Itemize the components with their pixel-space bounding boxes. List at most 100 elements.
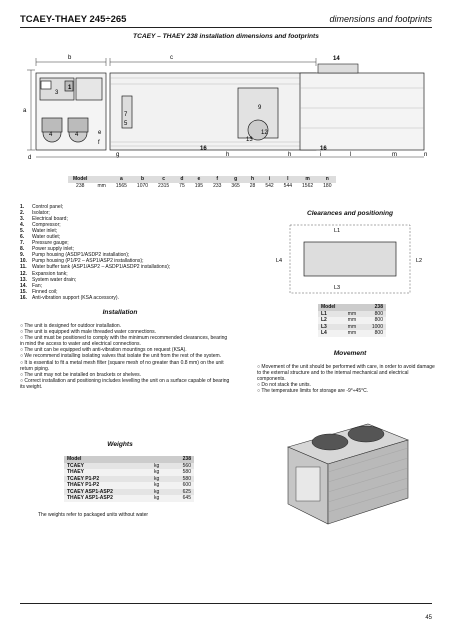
- dimension-table: Model a b c d e f g h i l m n 238 mm 156…: [68, 176, 337, 190]
- weights-title: Weights: [107, 441, 133, 448]
- table-head-cell: [151, 456, 170, 463]
- component-number: 6.: [20, 234, 25, 241]
- paragraph: ○ Correct installation and positioning i…: [20, 377, 230, 390]
- paragraph: ○ The unit is equipped with male threade…: [20, 329, 157, 336]
- component-item: 3.Electrical board;: [20, 216, 265, 222]
- component-item: 11.Water buffer tank (ASP1/ASP2 – ASDP1/…: [20, 264, 265, 270]
- paragraph: ○ Do not stack the units.: [257, 382, 311, 389]
- dim-label-a: a: [23, 108, 27, 114]
- paragraph: ○ We recommend installing isolating valv…: [20, 353, 222, 360]
- component-item: 12.Expansion tank;: [20, 271, 265, 277]
- dim-label-c: c: [170, 55, 173, 61]
- component-number: 1.: [20, 204, 25, 210]
- component-item: 10. Pump housing (P1/P2 – ASP1/ASP2 insta…: [20, 258, 265, 264]
- dim-cell: 2315: [158, 183, 170, 189]
- clearance-label-l3: L3: [334, 285, 340, 291]
- component-number: 13.: [20, 276, 27, 283]
- component-number: 12.: [20, 270, 27, 277]
- dim-label-g: g: [116, 152, 119, 158]
- callout-13: 13: [246, 137, 253, 143]
- header-section: dimensions and footprints: [329, 14, 432, 24]
- paragraph: ○ The unit is designed for outdoor insta…: [20, 323, 122, 329]
- dim-head-cell: g: [226, 176, 245, 183]
- dim-cell: 238: [76, 183, 85, 189]
- component-text: Control panel;: [32, 204, 64, 210]
- dim-label-f: f: [98, 140, 100, 146]
- table-cell: 800: [363, 330, 386, 337]
- dim-label-e: e: [98, 130, 102, 136]
- dim-head-cell: l: [278, 176, 298, 183]
- dim-cell: 1562: [302, 183, 314, 189]
- paragraph: ○ Movement of the unit should be perform…: [257, 364, 435, 383]
- table-cell: 600: [169, 482, 194, 489]
- dim-cell: 195: [194, 183, 204, 189]
- header-title: TCAEY-THAEY 245÷265: [20, 14, 127, 25]
- component-text: Water outlet;: [32, 234, 61, 241]
- table-cell: L1: [318, 310, 345, 317]
- table-cell: mm: [344, 317, 364, 324]
- component-number: 5.: [20, 228, 25, 235]
- callout-5: 5: [124, 121, 128, 127]
- component-item: 5. Water inlet;: [20, 228, 265, 234]
- dim-cell: 180: [323, 183, 332, 189]
- component-text: Pump housing (P1/P2 – ASP1/ASP2 installa…: [32, 258, 144, 265]
- component-number: 9.: [20, 252, 25, 259]
- dim-label-b: b: [68, 55, 72, 61]
- callout-4a: 4: [49, 132, 53, 138]
- component-item: 8.Power supply inlet;: [20, 246, 265, 252]
- movement-text: ○ Movement of the unit should be perform…: [257, 364, 435, 394]
- component-item: 1. Control panel;: [20, 204, 265, 210]
- dim-label-h2: h: [288, 152, 291, 158]
- callout-4b: 4: [75, 132, 79, 138]
- header-rule: [20, 27, 432, 28]
- callout-16a: 16: [200, 146, 207, 152]
- table-head-cell: Model: [64, 456, 151, 463]
- callout-3: 3: [55, 90, 59, 96]
- component-item: 15.Finned coil;: [20, 289, 265, 295]
- dim-cell: 542: [265, 183, 274, 189]
- component-number: 16.: [20, 294, 27, 301]
- dim-head-cell: m: [297, 176, 319, 183]
- table-cell: kg: [151, 475, 170, 482]
- table-cell: THAEY P1-P2: [64, 482, 151, 489]
- clearance-label-l1: L1: [334, 228, 340, 234]
- clearances-title: Clearances and positioning: [306, 210, 394, 217]
- component-number: 7.: [20, 240, 25, 247]
- component-text: Water inlet;: [32, 228, 58, 235]
- component-text: Pump housing (ASDP1/ASDP2 installation);: [32, 252, 130, 259]
- table-cell: mm: [344, 330, 364, 337]
- component-number: 10.: [20, 258, 27, 265]
- component-item: 9. Pump housing (ASDP1/ASDP2 installation…: [20, 252, 265, 258]
- table-cell: THAEY ASP1-ASP2: [64, 495, 151, 502]
- table-cell: TCAEY ASP1-ASP2: [64, 488, 151, 495]
- component-text: Finned coil;: [32, 288, 58, 295]
- dim-head-cell: b: [131, 176, 154, 183]
- component-number: 11.: [20, 264, 27, 271]
- table-cell: L4: [318, 330, 345, 337]
- paragraph: ○ The unit must be positioned to comply …: [20, 335, 228, 348]
- unit-illustration: [287, 423, 409, 525]
- table-cell: kg: [151, 469, 170, 476]
- dim-label-l: l: [350, 152, 351, 158]
- installation-text: ○ The unit is designed for outdoor insta…: [20, 323, 232, 390]
- dim-head-cell: a: [110, 176, 132, 183]
- table-cell: 625: [169, 488, 194, 495]
- component-item: 4.Compressor;: [20, 222, 265, 228]
- dim-head-cell: n: [318, 176, 337, 183]
- table-cell: THAEY: [64, 469, 151, 476]
- component-text: System water drain;: [32, 276, 77, 283]
- component-item: 16.Anti-vibration support (KSA accessory…: [20, 295, 265, 301]
- callout-12: 12: [261, 130, 268, 136]
- dim-head-cell: i: [260, 176, 279, 183]
- dim-cell: 365: [231, 183, 240, 189]
- dim-head-cell: h: [244, 176, 261, 183]
